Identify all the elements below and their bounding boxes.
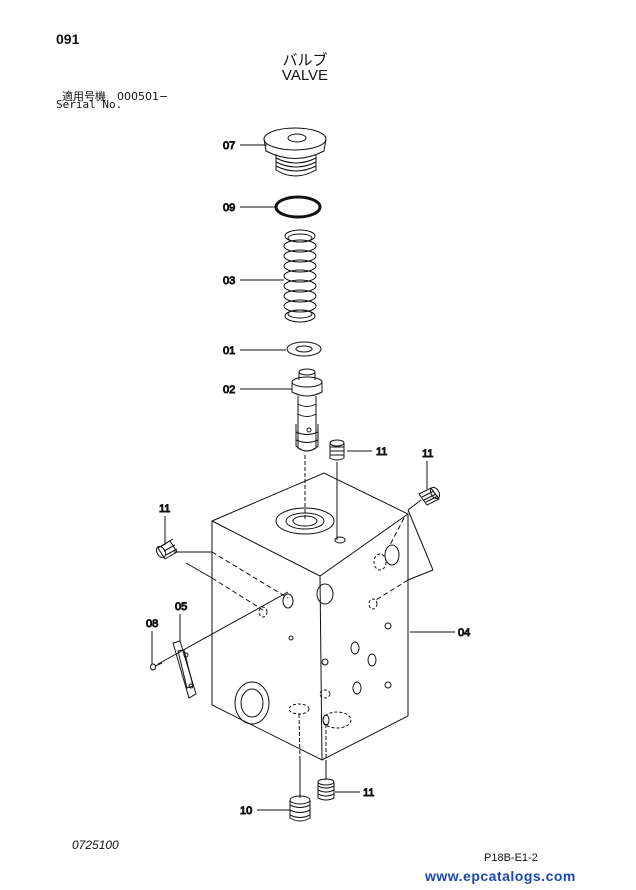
- callout-07: 07: [223, 140, 235, 152]
- serial-label-japanese: 適用号機 000501−: [62, 90, 169, 103]
- callout-11-right: 11: [422, 448, 433, 460]
- title-japanese: バルブ: [282, 51, 328, 69]
- callout-02: 02: [223, 384, 235, 396]
- part-11-plug-left[interactable]: [155, 538, 178, 560]
- assembly-lines: [157, 455, 434, 798]
- serial-label-english: Serial No.: [56, 98, 123, 111]
- part-04-valve-body[interactable]: [211, 472, 409, 761]
- callout-04: 04: [458, 627, 470, 639]
- sheet-reference: P18B-E1-2: [484, 852, 538, 864]
- callout-10: 10: [240, 805, 252, 817]
- callout-09: 09: [223, 202, 235, 214]
- callout-05: 05: [175, 601, 187, 613]
- watermark-link[interactable]: www.epcatalogs.com: [425, 868, 576, 884]
- part-10-plug[interactable]: [289, 795, 311, 822]
- part-07-plug[interactable]: [263, 127, 327, 177]
- leader-lines: [151, 144, 455, 811]
- callout-03: 03: [223, 275, 235, 287]
- callout-01: 01: [223, 345, 235, 357]
- part-03-spring[interactable]: [283, 229, 317, 323]
- title-english: VALVE: [281, 67, 329, 84]
- drawing-number: 0725100: [72, 838, 119, 852]
- part-11-plug-upper[interactable]: [329, 439, 345, 461]
- callout-11-left: 11: [159, 503, 170, 515]
- callout-11-bottom: 11: [363, 787, 374, 799]
- callout-08: 08: [146, 618, 158, 630]
- part-09-o-ring[interactable]: [274, 195, 322, 219]
- part-11-plug-bottom[interactable]: [317, 778, 335, 801]
- callout-11-upper: 11: [376, 446, 387, 458]
- part-01-washer[interactable]: [286, 341, 322, 357]
- part-11-plug-right[interactable]: [418, 486, 441, 506]
- part-02-spool[interactable]: [291, 368, 323, 452]
- part-08-screw[interactable]: [150, 662, 163, 671]
- page-number: 091: [56, 31, 80, 47]
